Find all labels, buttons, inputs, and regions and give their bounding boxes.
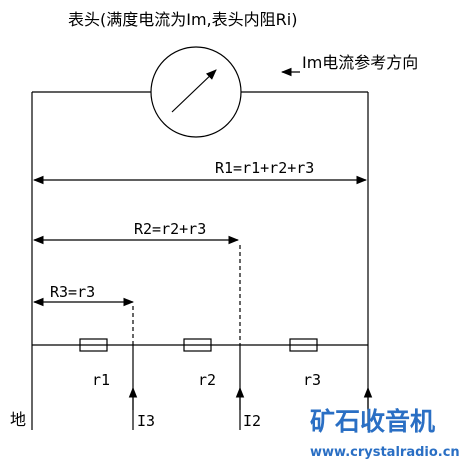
meter-circle xyxy=(150,46,242,138)
current-direction-label: Im电流参考方向 xyxy=(302,53,418,72)
watermark-brand: 矿石收音机 xyxy=(310,407,435,436)
watermark-url: www.crystalradio.cn xyxy=(310,445,460,460)
meter-needle-icon xyxy=(171,69,217,113)
i3-label: I3 xyxy=(137,412,155,430)
i2-label: I2 xyxy=(243,412,261,430)
resistor-r1-icon xyxy=(79,338,108,352)
resistor-r3-icon xyxy=(289,338,318,352)
meter-title: 表头(满度电流为Im,表头内阻Ri) xyxy=(68,10,297,29)
r1-range-label: R1=r1+r2+r3 xyxy=(215,159,314,177)
r2-range-label: R2=r2+r3 xyxy=(134,220,206,238)
ground-label: 地 xyxy=(10,410,26,429)
resistor-r3-label: r3 xyxy=(303,371,321,389)
resistor-r1-label: r1 xyxy=(92,371,110,389)
resistor-r2-icon xyxy=(183,338,212,352)
r3-range-label: R3=r3 xyxy=(50,283,95,301)
ammeter-symbol xyxy=(150,46,242,138)
resistor-r2-label: r2 xyxy=(198,371,216,389)
